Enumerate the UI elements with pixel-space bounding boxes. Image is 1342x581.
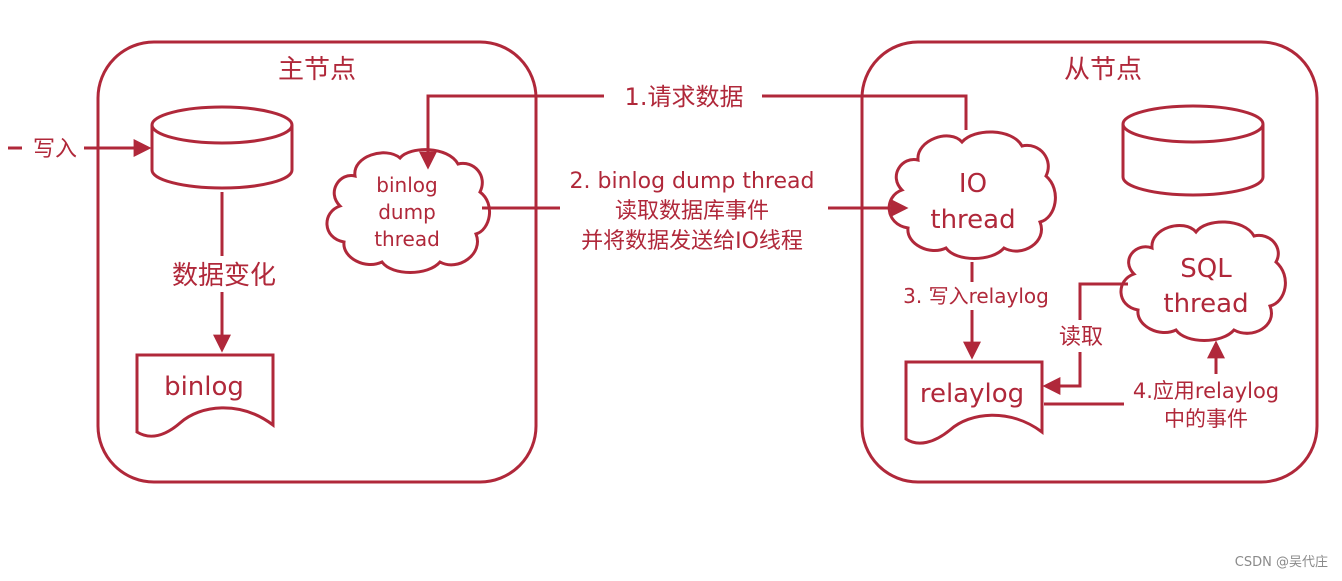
- master-node-box: [96, 40, 538, 484]
- step2-line1: 2. binlog dump thread: [570, 169, 815, 194]
- relaylog-label: relaylog: [920, 379, 1024, 409]
- dump-thread-line1: binlog: [376, 173, 437, 197]
- step2-line2: 读取数据库事件: [615, 199, 769, 224]
- binlog-label: binlog: [164, 372, 244, 402]
- io-thread-line1: IO: [959, 169, 987, 199]
- io-thread-line2: thread: [930, 205, 1015, 235]
- step4-line2: 中的事件: [1164, 407, 1248, 431]
- step4-line1: 4.应用relaylog: [1133, 379, 1279, 403]
- dump-thread-line3: thread: [374, 227, 440, 251]
- binlog-dump-thread-cloud-icon: [325, 148, 491, 274]
- sql-thread-line1: SQL: [1180, 254, 1232, 284]
- data-change-label: 数据变化: [172, 261, 276, 291]
- step1-label: 1.请求数据: [625, 83, 744, 111]
- slave-node-box: [860, 40, 1319, 484]
- relaylog-document-icon: [904, 360, 1044, 445]
- watermark-label: CSDN @吴代庄: [1235, 554, 1328, 570]
- step2-line3: 并将数据发送给IO线程: [581, 229, 803, 254]
- write-label: 写入: [33, 137, 77, 162]
- read-label: 读取: [1059, 325, 1103, 350]
- master-database-icon: [150, 105, 294, 190]
- binlog-document-icon: [135, 353, 275, 438]
- step3-label: 3. 写入relaylog: [903, 284, 1049, 308]
- dump-thread-line2: dump: [378, 200, 436, 224]
- sql-thread-cloud-icon: [1119, 220, 1287, 342]
- slave-node-title: 从节点: [1064, 55, 1142, 85]
- io-thread-cloud-icon: [887, 130, 1057, 260]
- slave-database-icon: [1121, 104, 1265, 197]
- sql-thread-line2: thread: [1163, 289, 1248, 319]
- master-node-title: 主节点: [278, 55, 356, 85]
